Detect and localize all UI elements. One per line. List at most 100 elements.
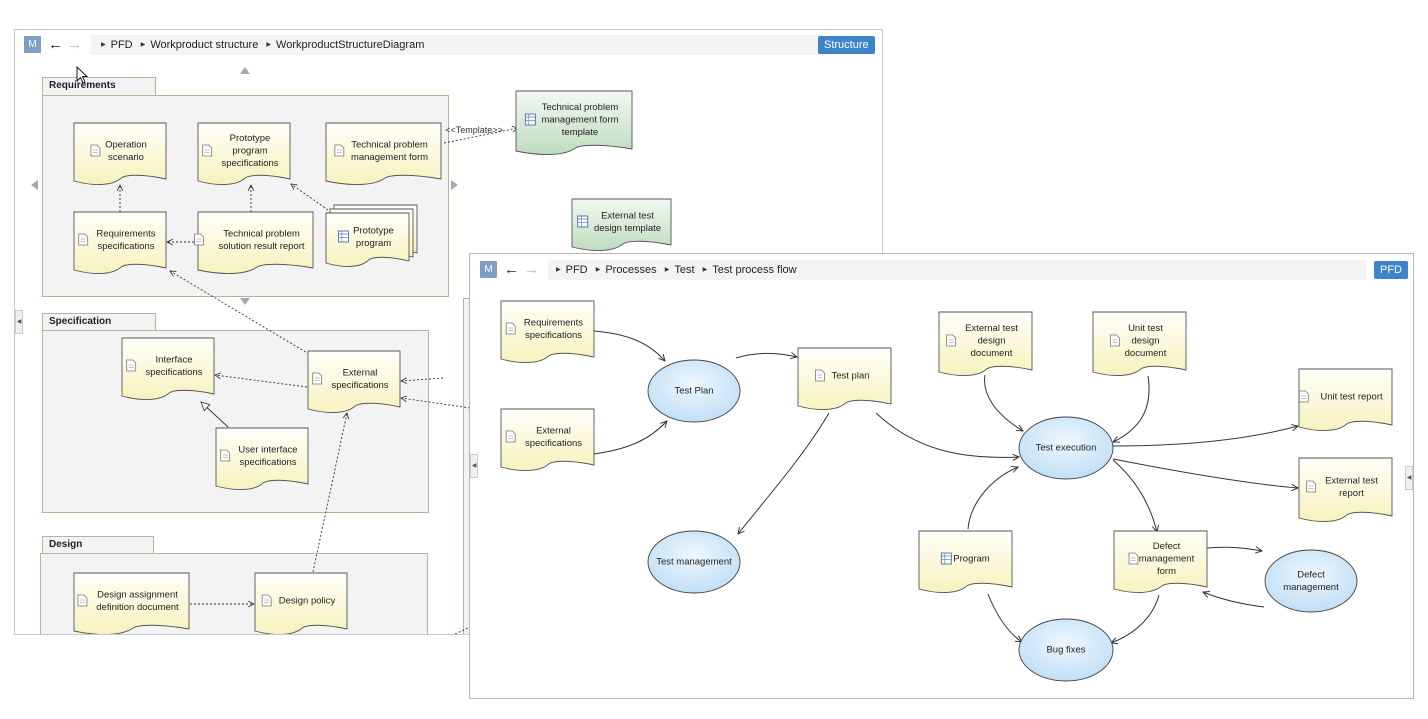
doc-operation-scenario-label: scenario: [108, 152, 144, 163]
doc-defect-management-form-label: Defect: [1153, 541, 1181, 552]
scroll-up-icon[interactable]: [240, 67, 250, 74]
doc-unit-test-report-label: Unit test report: [1320, 392, 1383, 403]
doc-test-plan-label: Test plan: [831, 371, 869, 382]
lane-tab-requirements[interactable]: Requirements: [42, 77, 156, 95]
process-defect-management-label: Defect: [1297, 569, 1325, 580]
m-button[interactable]: M: [480, 261, 497, 278]
scroll-down-icon[interactable]: [240, 298, 250, 305]
doc-external-specifications-label: specifications: [331, 380, 388, 391]
breadcrumb-item[interactable]: WorkproductStructureDiagram: [276, 39, 425, 51]
flow-arrow: [1203, 592, 1265, 608]
flow-arrow: [1113, 375, 1150, 442]
breadcrumb-separator-icon: ▶: [140, 42, 146, 49]
doc-requirements-specifications-label: specifications: [97, 241, 154, 252]
flow-arrow: [1112, 458, 1298, 488]
doc-technical-problem-management-form[interactable]: Technical problem management form: [325, 122, 442, 185]
doc-defect-management-form-label: management: [1139, 554, 1195, 565]
process-bug-fixes[interactable]: Bug fixes: [1018, 618, 1114, 682]
dependency-arrow: [401, 378, 444, 381]
doc-test-plan[interactable]: Test plan: [797, 347, 892, 410]
document-icon: [505, 322, 516, 335]
process-test-management-label: Test management: [656, 557, 732, 568]
breadcrumb-item[interactable]: PFD: [565, 264, 588, 276]
doc-technical-problem-management-form-label: management form: [351, 152, 428, 163]
document-icon: [334, 144, 345, 157]
doc-prototype-program-label: program: [356, 238, 391, 249]
dependency-arrow: [291, 184, 329, 211]
doc-design-policy[interactable]: Design policy: [254, 572, 348, 634]
flow-arrow: [875, 412, 1019, 457]
flow-arrow: [967, 467, 1018, 530]
breadcrumb-separator-icon: ▶: [595, 267, 601, 274]
process-test-management[interactable]: Test management: [647, 530, 741, 594]
doc-user-interface-specifications-label: User interface: [238, 444, 297, 455]
doc-prototype-program[interactable]: Prototype program: [325, 204, 418, 267]
forward-arrow-icon[interactable]: →: [67, 36, 82, 53]
process-flow-canvas: RequirementsspecificationsExternalspecif…: [500, 300, 1393, 682]
m-button[interactable]: M: [24, 36, 41, 53]
lane-tab-specification[interactable]: Specification: [42, 313, 156, 331]
side-expand-handle[interactable]: ◀: [1405, 466, 1413, 490]
doc-interface-specifications-label: specifications: [145, 367, 202, 378]
process-test-execution[interactable]: Test execution: [1018, 416, 1114, 480]
side-collapse-handle[interactable]: ◀: [15, 310, 23, 334]
side-collapse-handle[interactable]: ◀: [470, 454, 478, 478]
doc-user-interface-specifications-label: specifications: [239, 457, 296, 468]
document-icon: [126, 359, 137, 372]
document-icon: [90, 144, 101, 157]
doc-operation-scenario[interactable]: Operation scenario: [73, 122, 167, 185]
pfd-button[interactable]: PFD: [1374, 261, 1408, 279]
scroll-right-icon[interactable]: [451, 180, 458, 190]
forward-arrow-icon[interactable]: →: [524, 261, 539, 278]
breadcrumb-item[interactable]: Test process flow: [712, 264, 797, 276]
template-stereotype-label: <<Template>>: [445, 125, 503, 135]
doc-prototype-program-label: Prototype: [353, 225, 394, 236]
document-icon: [194, 233, 204, 246]
doc-external-test-design-document-label: design: [978, 336, 1006, 347]
back-arrow-icon[interactable]: ←: [504, 261, 519, 278]
generalization-arrow: [201, 402, 229, 428]
document-icon: [815, 369, 825, 382]
doc-requirements-specifications[interactable]: Requirements specifications: [73, 211, 167, 274]
breadcrumb-item[interactable]: PFD: [110, 39, 133, 51]
breadcrumb-item[interactable]: Workproduct structure: [150, 39, 259, 51]
dependency-arrow: [215, 375, 308, 388]
flow-arrow: [1112, 426, 1298, 447]
flow-arrow: [738, 412, 830, 534]
scroll-left-icon[interactable]: [31, 180, 38, 190]
doc-requirements-specifications-label: Requirements: [96, 228, 155, 239]
breadcrumb-item[interactable]: Processes: [605, 264, 657, 276]
test-process-flow-window: M ← → ▶PFD ▶Processes ▶Test ▶Test proces…: [469, 253, 1414, 699]
lane-tab-design[interactable]: Design: [42, 536, 154, 554]
structure-button[interactable]: Structure: [818, 36, 875, 54]
dependency-arrow: [312, 413, 347, 573]
doc-technical-problem-management-form-label: Technical problem: [351, 139, 428, 150]
breadcrumb-item[interactable]: Test: [674, 264, 695, 276]
dependency-arrow: [401, 398, 471, 409]
doc-program[interactable]: Program: [918, 530, 1013, 593]
doc-program-label: Program: [953, 554, 990, 565]
doc-design-assignment-definition-label: Design assignment: [97, 589, 178, 600]
back-arrow-icon[interactable]: ←: [48, 36, 63, 53]
doc-operation-scenario-label: Operation: [105, 139, 147, 150]
doc-technical-problem-form-template-label: template: [562, 127, 598, 138]
process-test-plan[interactable]: Test Plan: [647, 359, 741, 423]
doc-unit-test-report[interactable]: Unit test report: [1298, 368, 1393, 431]
doc-user-interface-specifications[interactable]: User interface specifications: [215, 427, 309, 490]
breadcrumb: ▶PFD ▶Workproduct structure ▶Workproduct…: [91, 35, 821, 55]
doc-defect-management-form-label: form: [1157, 566, 1176, 577]
